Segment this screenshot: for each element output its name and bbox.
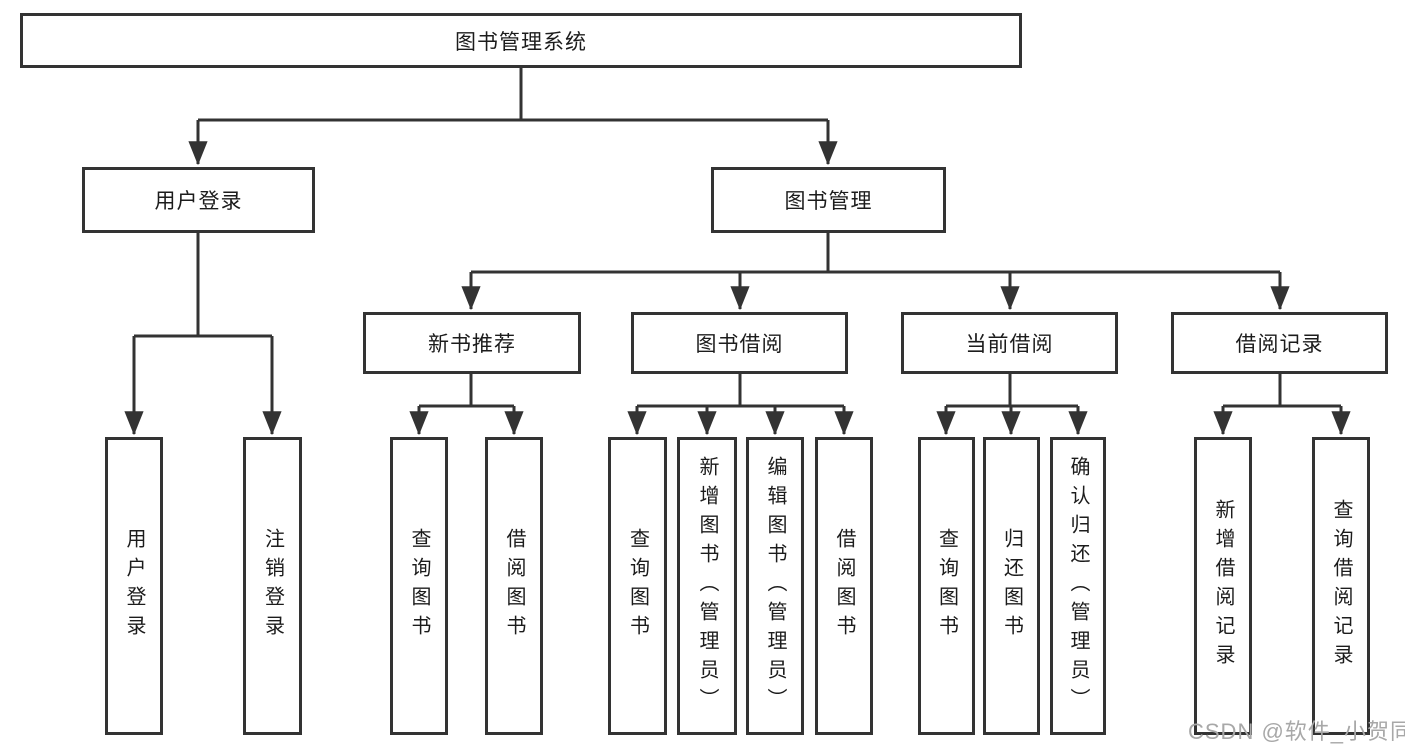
node-label: 编辑图书（管理员） bbox=[764, 455, 786, 717]
node-label: 图书借阅 bbox=[695, 333, 784, 356]
node-current-borrowing: 当前借阅 bbox=[901, 312, 1118, 374]
csdn-watermark: CSDN @软件_小贺同学 bbox=[1188, 719, 1405, 744]
leaf-query-books: 查询图书 bbox=[608, 437, 667, 735]
leaf-return-books: 归还图书 bbox=[983, 437, 1040, 735]
leaf-add-books-admin: 新增图书（管理员） bbox=[677, 437, 737, 735]
node-label: 用户登录 bbox=[154, 190, 243, 213]
leaf-borrow-books: 借阅图书 bbox=[485, 437, 543, 735]
node-library-management-system: 图书管理系统 bbox=[20, 13, 1022, 68]
node-label: 查询借阅记录 bbox=[1330, 499, 1352, 673]
node-label: 新书推荐 bbox=[428, 333, 516, 356]
leaf-confirm-return-admin: 确认归还（管理员） bbox=[1050, 437, 1106, 735]
node-label: 图书管理 bbox=[784, 190, 873, 213]
node-label: 注销登录 bbox=[261, 528, 284, 644]
node-new-book-recommend: 新书推荐 bbox=[363, 312, 581, 374]
node-book-borrowing: 图书借阅 bbox=[631, 312, 848, 374]
leaf-query-books: 查询图书 bbox=[918, 437, 975, 735]
node-book-management: 图书管理 bbox=[711, 167, 946, 233]
node-label: 新增图书（管理员） bbox=[696, 455, 718, 717]
node-label: 借阅记录 bbox=[1235, 333, 1324, 356]
node-label: 确认归还（管理员） bbox=[1067, 455, 1089, 717]
node-label: 图书管理系统 bbox=[455, 30, 587, 54]
node-user-login: 用户登录 bbox=[82, 167, 315, 233]
leaf-user-login: 用户登录 bbox=[105, 437, 163, 735]
node-label: 查询图书 bbox=[408, 528, 430, 644]
leaf-logout: 注销登录 bbox=[243, 437, 302, 735]
node-label: 新增借阅记录 bbox=[1212, 499, 1234, 673]
node-label: 查询图书 bbox=[935, 528, 958, 644]
leaf-query-books: 查询图书 bbox=[390, 437, 448, 735]
leaf-edit-books-admin: 编辑图书（管理员） bbox=[746, 437, 804, 735]
node-label: 查询图书 bbox=[626, 528, 649, 644]
node-label: 借阅图书 bbox=[503, 528, 525, 644]
node-label: 当前借阅 bbox=[965, 333, 1054, 356]
node-label: 借阅图书 bbox=[833, 528, 855, 644]
leaf-query-borrow-record: 查询借阅记录 bbox=[1312, 437, 1370, 735]
node-borrow-records: 借阅记录 bbox=[1171, 312, 1388, 374]
node-label: 用户登录 bbox=[123, 528, 145, 644]
leaf-add-borrow-record: 新增借阅记录 bbox=[1194, 437, 1252, 735]
node-label: 归还图书 bbox=[1000, 528, 1023, 644]
leaf-borrow-books: 借阅图书 bbox=[815, 437, 873, 735]
